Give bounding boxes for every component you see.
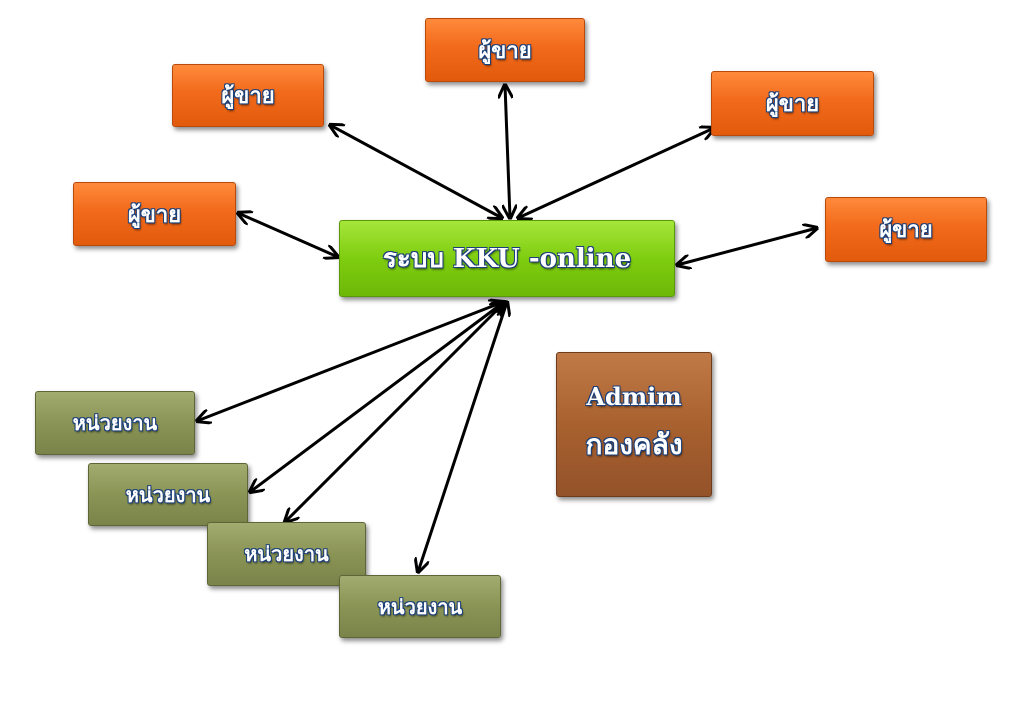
unit-label: หน่วยงาน <box>377 594 463 619</box>
system-box: ระบบ KKU -online <box>339 220 675 297</box>
system-label: ระบบ KKU -online <box>382 244 632 274</box>
arrow-seller-left <box>238 213 338 257</box>
seller-label: ผู้ขาย <box>765 91 820 117</box>
unit-box-1: หน่วยงาน <box>35 391 195 455</box>
admin-department: กองคลัง <box>585 428 683 461</box>
seller-box-top-center: ผู้ขาย <box>425 18 585 82</box>
arrow-unit-1 <box>197 302 503 421</box>
seller-box-top-left: ผู้ขาย <box>172 64 324 127</box>
seller-box-right: ผู้ขาย <box>825 197 987 262</box>
arrow-seller-right <box>677 228 817 265</box>
unit-box-2: หน่วยงาน <box>88 463 248 526</box>
seller-box-left: ผู้ขาย <box>73 182 236 246</box>
seller-label: ผู้ขาย <box>221 83 275 109</box>
unit-label: หน่วยงาน <box>244 542 329 566</box>
seller-label: ผู้ขาย <box>127 201 182 228</box>
arrow-unit-2 <box>250 302 504 492</box>
seller-label: ผู้ขาย <box>478 37 532 64</box>
admin-box: Admim กองคลัง <box>556 352 712 497</box>
arrow-seller-top-center <box>505 85 510 218</box>
arrow-unit-4 <box>418 302 507 572</box>
unit-box-4: หน่วยงาน <box>339 575 501 638</box>
arrow-seller-top-right <box>518 128 714 218</box>
admin-title: Admim <box>586 382 682 411</box>
seller-box-top-right: ผู้ขาย <box>711 71 874 136</box>
seller-label: ผู้ขาย <box>879 217 933 243</box>
arrow-seller-top-left <box>330 125 502 218</box>
unit-label: หน่วยงาน <box>125 482 211 507</box>
unit-label: หน่วยงาน <box>72 411 158 435</box>
